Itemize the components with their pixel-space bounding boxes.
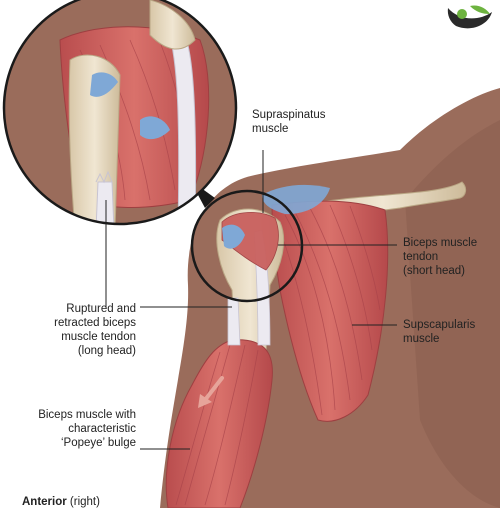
label-popeye-bulge: Biceps muscle with characteristic ‘Popey… bbox=[38, 409, 136, 449]
joint-ligament bbox=[222, 224, 245, 249]
logo-mark bbox=[447, 5, 492, 29]
leader-lines bbox=[105, 150, 397, 450]
retraction-arrow bbox=[203, 376, 224, 402]
biceps-muscle-bulge bbox=[165, 339, 273, 508]
subscapularis-fibers bbox=[279, 204, 381, 416]
zoom-circle-large bbox=[2, 0, 238, 226]
zoom-circle-small bbox=[190, 189, 304, 303]
skin-shadow bbox=[405, 120, 500, 508]
label-subscapularis-muscle: Supscapularis muscle bbox=[403, 319, 476, 345]
label-supraspinatus-muscle: Supraspinatus muscle bbox=[252, 109, 326, 135]
view-caption-bold: Anterior bbox=[22, 496, 67, 508]
coracoacromial-ligament bbox=[262, 184, 330, 215]
label-ruptured-long-head: Ruptured and retracted biceps muscle ten… bbox=[54, 303, 136, 357]
label-biceps-short-head: Biceps muscle tendon (short head) bbox=[403, 237, 478, 277]
zoom-detail bbox=[4, 0, 236, 224]
view-caption-rest: (right) bbox=[66, 496, 100, 508]
retraction-arrow-head bbox=[198, 394, 212, 408]
biceps-long-head-tendon-stump bbox=[227, 297, 241, 346]
view-caption: Anterior (right) bbox=[22, 496, 100, 508]
biceps-fibers bbox=[175, 344, 259, 506]
